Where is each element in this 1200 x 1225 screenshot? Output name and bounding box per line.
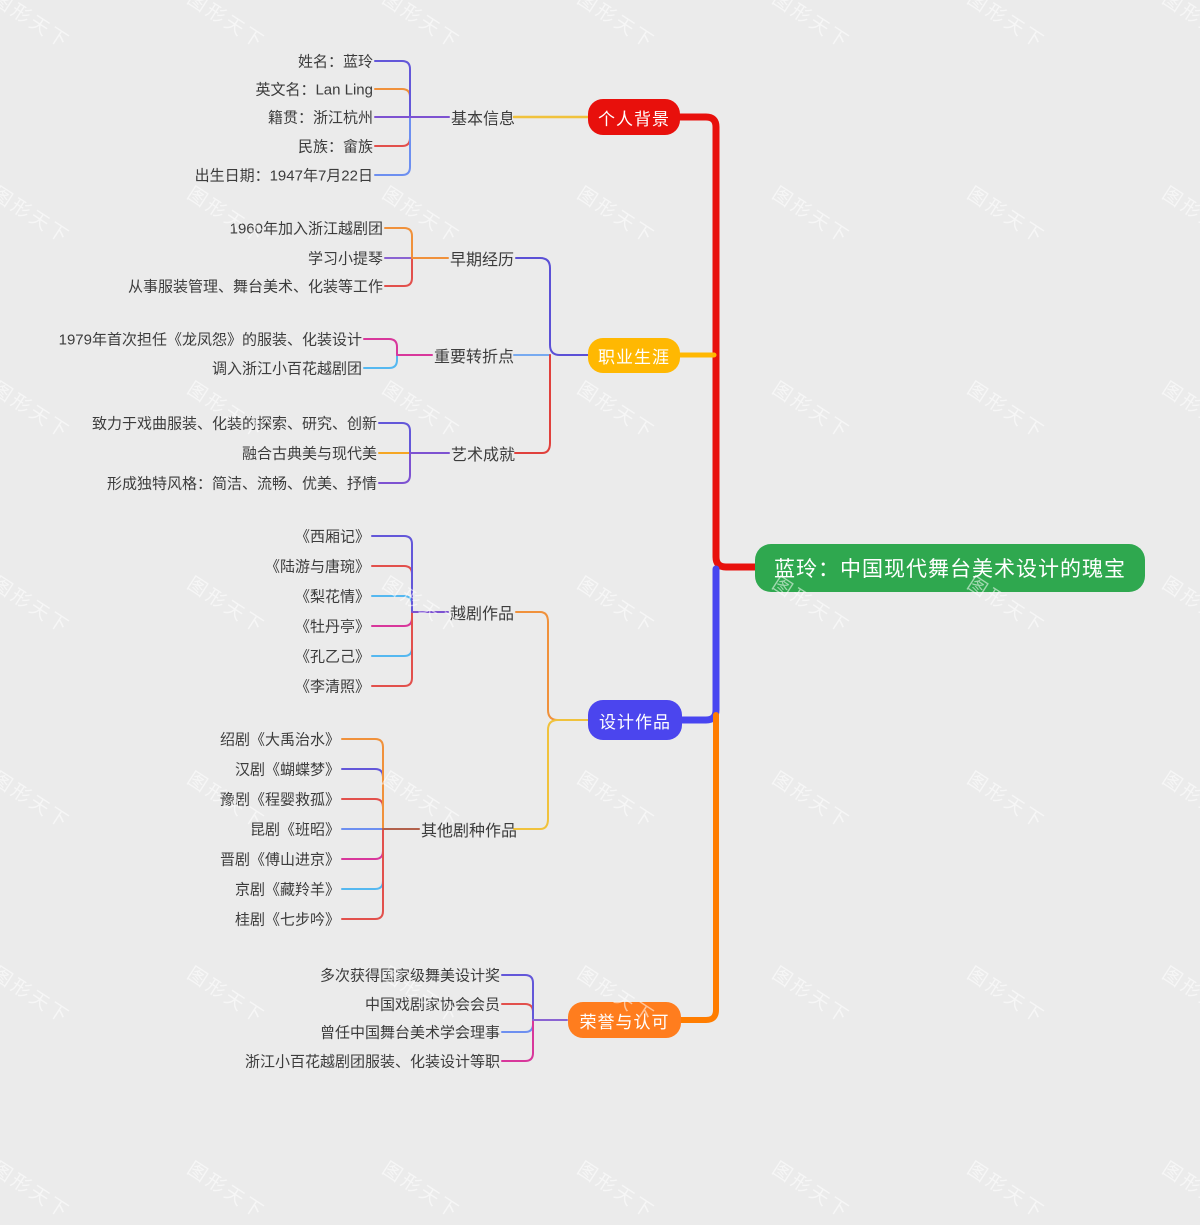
leaf-work-zanglingyang[interactable]: 京剧《藏羚羊》 <box>234 881 340 899</box>
subtopic-early-experience[interactable]: 早期经历 <box>450 252 515 269</box>
leaf-work-dayuzhishui[interactable]: 绍剧《大禹治水》 <box>219 731 340 749</box>
subtopic-yueju-works[interactable]: 越剧作品 <box>450 606 515 623</box>
edge-leaf <box>371 565 413 613</box>
leaf-work-kongyiji[interactable]: 《孔乙己》 <box>294 648 370 666</box>
edge-leaf <box>378 422 411 454</box>
edge-leaf <box>384 257 413 287</box>
edge-leaf <box>374 60 411 118</box>
branch-design-works[interactable]: 设计作品 <box>588 700 682 740</box>
leaf-classic-modern[interactable]: 融合古典美与现代美 <box>241 445 377 463</box>
edge-leaf <box>341 828 384 920</box>
edge-leaf <box>363 338 398 356</box>
branch-career[interactable]: 职业生涯 <box>588 338 680 373</box>
leaf-work-chengying[interactable]: 豫剧《程婴救孤》 <box>219 791 340 809</box>
leaf-work-fushan[interactable]: 晋剧《傅山进京》 <box>219 851 340 869</box>
watermark-text: 图形天下 <box>183 1158 269 1224</box>
leaf-work-luyou[interactable]: 《陆游与唐琬》 <box>264 558 370 576</box>
edge-group-to-branch <box>513 719 589 830</box>
leaf-troupe-designer[interactable]: 浙江小百花越剧团服装、化装设计等职 <box>244 1053 500 1071</box>
leaf-name[interactable]: 姓名：蓝玲 <box>297 53 373 71</box>
watermark-text: 图形天下 <box>963 1158 1049 1224</box>
watermark-text: 图形天下 <box>1158 1158 1200 1224</box>
edge-group-to-branch <box>515 611 589 721</box>
trunk-design-works <box>677 565 720 724</box>
leaf-work-mudanting[interactable]: 《牡丹亭》 <box>294 618 370 636</box>
edge-leaf <box>371 611 413 687</box>
leaf-joined-troupe[interactable]: 1960年加入浙江越剧团 <box>229 220 383 238</box>
leaf-work-xixiangji[interactable]: 《西厢记》 <box>294 528 370 546</box>
edge-leaf <box>374 116 411 147</box>
leaf-transferred-troupe[interactable]: 调入浙江小百花越剧团 <box>211 360 362 378</box>
edge-leaf <box>384 227 413 259</box>
edge-leaf <box>374 88 411 118</box>
edge-leaf <box>374 116 411 176</box>
watermark-text: 图形天下 <box>0 1158 74 1224</box>
central-topic[interactable]: 蓝玲：中国现代舞台美术设计的瑰宝 <box>755 544 1145 592</box>
edge-leaf <box>341 798 384 830</box>
edge-leaf <box>341 828 384 860</box>
leaf-birthplace[interactable]: 籍贯：浙江杭州 <box>267 109 373 127</box>
edge-leaf <box>371 595 413 613</box>
leaf-work-hudiemeng[interactable]: 汉剧《蝴蝶梦》 <box>234 761 340 779</box>
subtopic-basic-info[interactable]: 基本信息 <box>451 111 516 128</box>
branch-honors[interactable]: 荣誉与认可 <box>568 1002 681 1038</box>
leaf-first-design[interactable]: 1979年首次担任《龙凤怨》的服装、化装设计 <box>58 331 362 349</box>
leaf-work-banzhao[interactable]: 昆剧《班昭》 <box>249 821 340 839</box>
leaf-work-liqingzhao[interactable]: 《李清照》 <box>294 678 370 696</box>
leaf-society-director[interactable]: 曾任中国舞台美术学会理事 <box>319 1024 500 1042</box>
leaf-national-awards[interactable]: 多次获得国家级舞美设计奖 <box>319 967 500 985</box>
watermark-text: 图形天下 <box>573 1158 659 1224</box>
leaf-birthdate[interactable]: 出生日期：1947年7月22日 <box>194 167 373 185</box>
edge-leaf <box>501 1003 534 1021</box>
edge-group-to-branch <box>515 257 589 356</box>
edge-leaf <box>501 1019 534 1033</box>
connector-layer <box>341 60 760 1062</box>
trunk-personal-background <box>676 113 760 571</box>
edge-leaf <box>501 1019 534 1062</box>
leaf-work-qibuyin[interactable]: 桂剧《七步吟》 <box>234 911 340 929</box>
watermark-text: 图形天下 <box>768 1158 854 1224</box>
subtopic-other-opera-works[interactable]: 其他剧种作品 <box>421 823 518 840</box>
edge-leaf <box>371 535 413 613</box>
branch-personal-background[interactable]: 个人背景 <box>588 99 680 135</box>
subtopic-turning-point[interactable]: 重要转折点 <box>434 349 515 366</box>
edge-leaf <box>371 611 413 627</box>
edge-leaf <box>363 354 398 369</box>
trunk-honors <box>677 712 719 1023</box>
subtopic-artistic-achievement[interactable]: 艺术成就 <box>451 447 516 464</box>
leaf-work-lihuaqing[interactable]: 《梨花情》 <box>294 588 370 606</box>
leaf-association-member[interactable]: 中国戏剧家协会会员 <box>364 996 500 1014</box>
leaf-exploration[interactable]: 致力于戏曲服装、化装的探索、研究、创新 <box>91 415 377 433</box>
edge-leaf <box>378 452 411 484</box>
leaf-violin[interactable]: 学习小提琴 <box>307 250 383 268</box>
leaf-ethnicity[interactable]: 民族：畲族 <box>297 138 373 156</box>
edge-leaf <box>501 974 534 1021</box>
watermark-text: 图形天下 <box>378 1158 464 1224</box>
leaf-costume-management[interactable]: 从事服装管理、舞台美术、化装等工作 <box>127 278 383 296</box>
leaf-unique-style[interactable]: 形成独特风格：简洁、流畅、优美、抒情 <box>106 475 377 493</box>
edge-leaf <box>341 738 384 830</box>
edge-group-to-branch <box>514 354 551 454</box>
leaf-english-name[interactable]: 英文名：Lan Ling <box>255 81 373 99</box>
edge-leaf <box>371 611 413 657</box>
